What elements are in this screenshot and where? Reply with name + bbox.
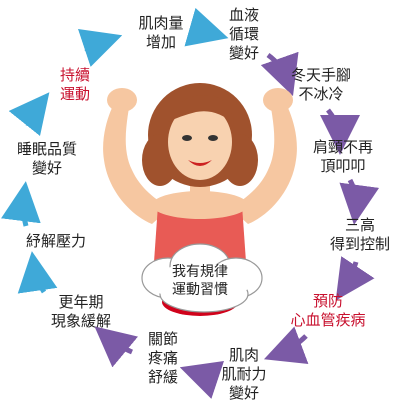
benefit-label: 關節 疼痛 舒緩 (147, 330, 178, 386)
benefit-label: 三高 得到控制 (329, 216, 390, 253)
center-cloud-text: 我有規律 運動習慣 (172, 264, 228, 298)
benefit-label-highlight: 持續 運動 (59, 66, 90, 103)
benefit-label: 肩頸不再 頂叩叩 (312, 138, 373, 175)
arrow-segment (8, 92, 50, 137)
arrow-segment (339, 178, 380, 225)
benefit-label: 睡眠品質 變好 (16, 140, 77, 177)
arrow-segment (17, 251, 58, 294)
benefit-label: 紓解壓力 (25, 232, 86, 250)
benefit-label: 更年期 現象緩解 (50, 293, 111, 330)
benefit-label: 肌肉量 增加 (138, 14, 184, 51)
arrow-segment (179, 360, 225, 399)
benefit-label: 血液 循環 變好 (228, 6, 259, 62)
arrow-segment (319, 108, 360, 155)
benefit-label-highlight: 預防 心血管疾病 (290, 292, 366, 329)
benefit-label: 冬天手腳 不冰冷 (290, 66, 351, 103)
arrow-segment (335, 256, 375, 301)
benefit-label: 肌肉 肌耐力 變好 (221, 346, 267, 402)
arrow-segment (184, 7, 229, 47)
arrow-segment (77, 28, 123, 67)
arrow-segment (94, 326, 139, 368)
arrow-segment (263, 326, 309, 364)
arrow-segment (1, 181, 41, 227)
arrow-segment (260, 51, 299, 97)
